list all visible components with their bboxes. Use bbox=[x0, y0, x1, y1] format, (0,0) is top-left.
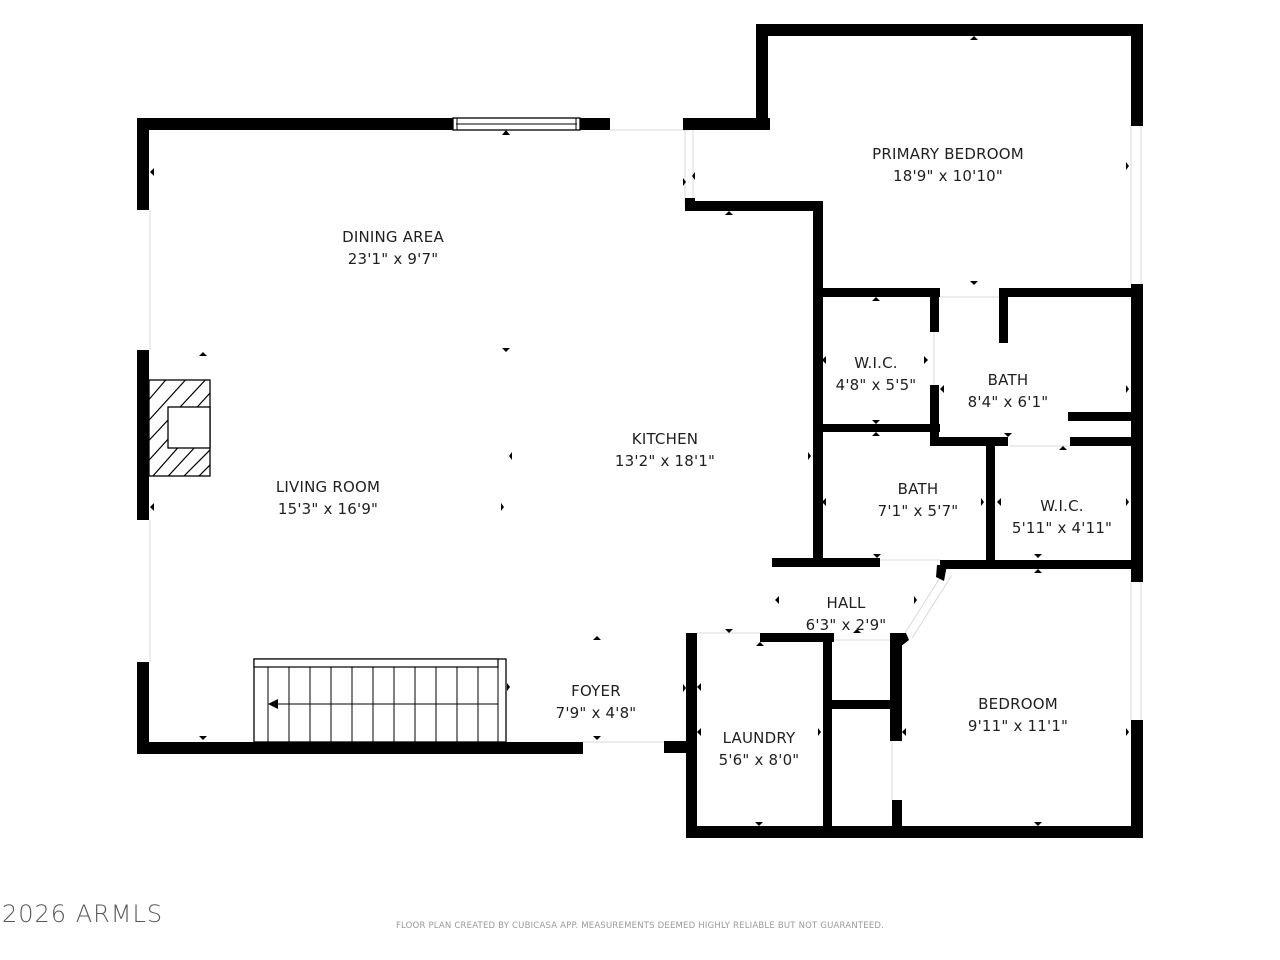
room-dimensions: 18'9" x 10'10" bbox=[892, 167, 1004, 185]
room-name: BEDROOM bbox=[978, 695, 1058, 713]
room-label-primary-bedroom: PRIMARY BEDROOM 18'9" x 10'10" bbox=[872, 143, 1024, 187]
opening-lines bbox=[149, 125, 1142, 800]
room-label-bedroom: BEDROOM 9'11" x 11'1" bbox=[968, 693, 1068, 737]
stair-direction-arrow-icon bbox=[268, 699, 278, 709]
room-label-wic-2: W.I.C. 5'11" x 4'11" bbox=[1012, 495, 1112, 539]
room-name: DINING AREA bbox=[342, 228, 444, 246]
dimension-markers bbox=[150, 36, 1129, 826]
room-dimensions: 8'4" x 6'1" bbox=[967, 393, 1049, 411]
room-label-kitchen: KITCHEN 13'2" x 18'1" bbox=[615, 428, 715, 472]
room-label-hall: HALL 6'3" x 2'9" bbox=[806, 592, 887, 636]
room-name: BATH bbox=[987, 371, 1029, 389]
room-dimensions: 15'3" x 16'9" bbox=[277, 500, 379, 518]
armls-watermark: 2026 ARMLS bbox=[2, 900, 164, 928]
room-name: BATH bbox=[897, 480, 939, 498]
room-dimensions: 23'1" x 9'7" bbox=[347, 250, 439, 268]
room-name: W.I.C. bbox=[854, 354, 898, 372]
room-name: HALL bbox=[826, 594, 866, 612]
room-name: W.I.C. bbox=[1040, 497, 1084, 515]
room-dimensions: 5'11" x 4'11" bbox=[1011, 519, 1113, 537]
room-dimensions: 6'3" x 2'9" bbox=[805, 616, 887, 634]
room-label-dining-area: DINING AREA 23'1" x 9'7" bbox=[342, 226, 444, 270]
staircase-icon bbox=[253, 658, 507, 743]
room-dimensions: 4'8" x 5'5" bbox=[835, 376, 917, 394]
room-label-foyer: FOYER 7'9" x 4'8" bbox=[556, 680, 637, 724]
walls bbox=[137, 24, 1143, 838]
room-label-living-room: LIVING ROOM 15'3" x 16'9" bbox=[276, 476, 380, 520]
room-dimensions: 5'6" x 8'0" bbox=[718, 751, 800, 769]
window-icon bbox=[452, 117, 581, 131]
room-dimensions: 7'9" x 4'8" bbox=[555, 704, 637, 722]
fireplace-icon bbox=[148, 379, 211, 477]
floor-plan-disclaimer: FLOOR PLAN CREATED BY CUBICASA APP. MEAS… bbox=[395, 921, 885, 931]
room-name: FOYER bbox=[571, 682, 621, 700]
room-dimensions: 9'11" x 11'1" bbox=[967, 717, 1069, 735]
room-name: LAUNDRY bbox=[722, 729, 796, 747]
room-label-bath-primary: BATH 8'4" x 6'1" bbox=[968, 369, 1049, 413]
room-dimensions: 7'1" x 5'7" bbox=[877, 502, 959, 520]
room-name: LIVING ROOM bbox=[275, 478, 381, 496]
room-name: PRIMARY BEDROOM bbox=[872, 145, 1024, 163]
room-label-laundry: LAUNDRY 5'6" x 8'0" bbox=[719, 727, 800, 771]
room-name: KITCHEN bbox=[631, 430, 699, 448]
room-label-wic-1: W.I.C. 4'8" x 5'5" bbox=[836, 352, 917, 396]
room-dimensions: 13'2" x 18'1" bbox=[614, 452, 716, 470]
room-label-bath-2: BATH 7'1" x 5'7" bbox=[878, 478, 959, 522]
